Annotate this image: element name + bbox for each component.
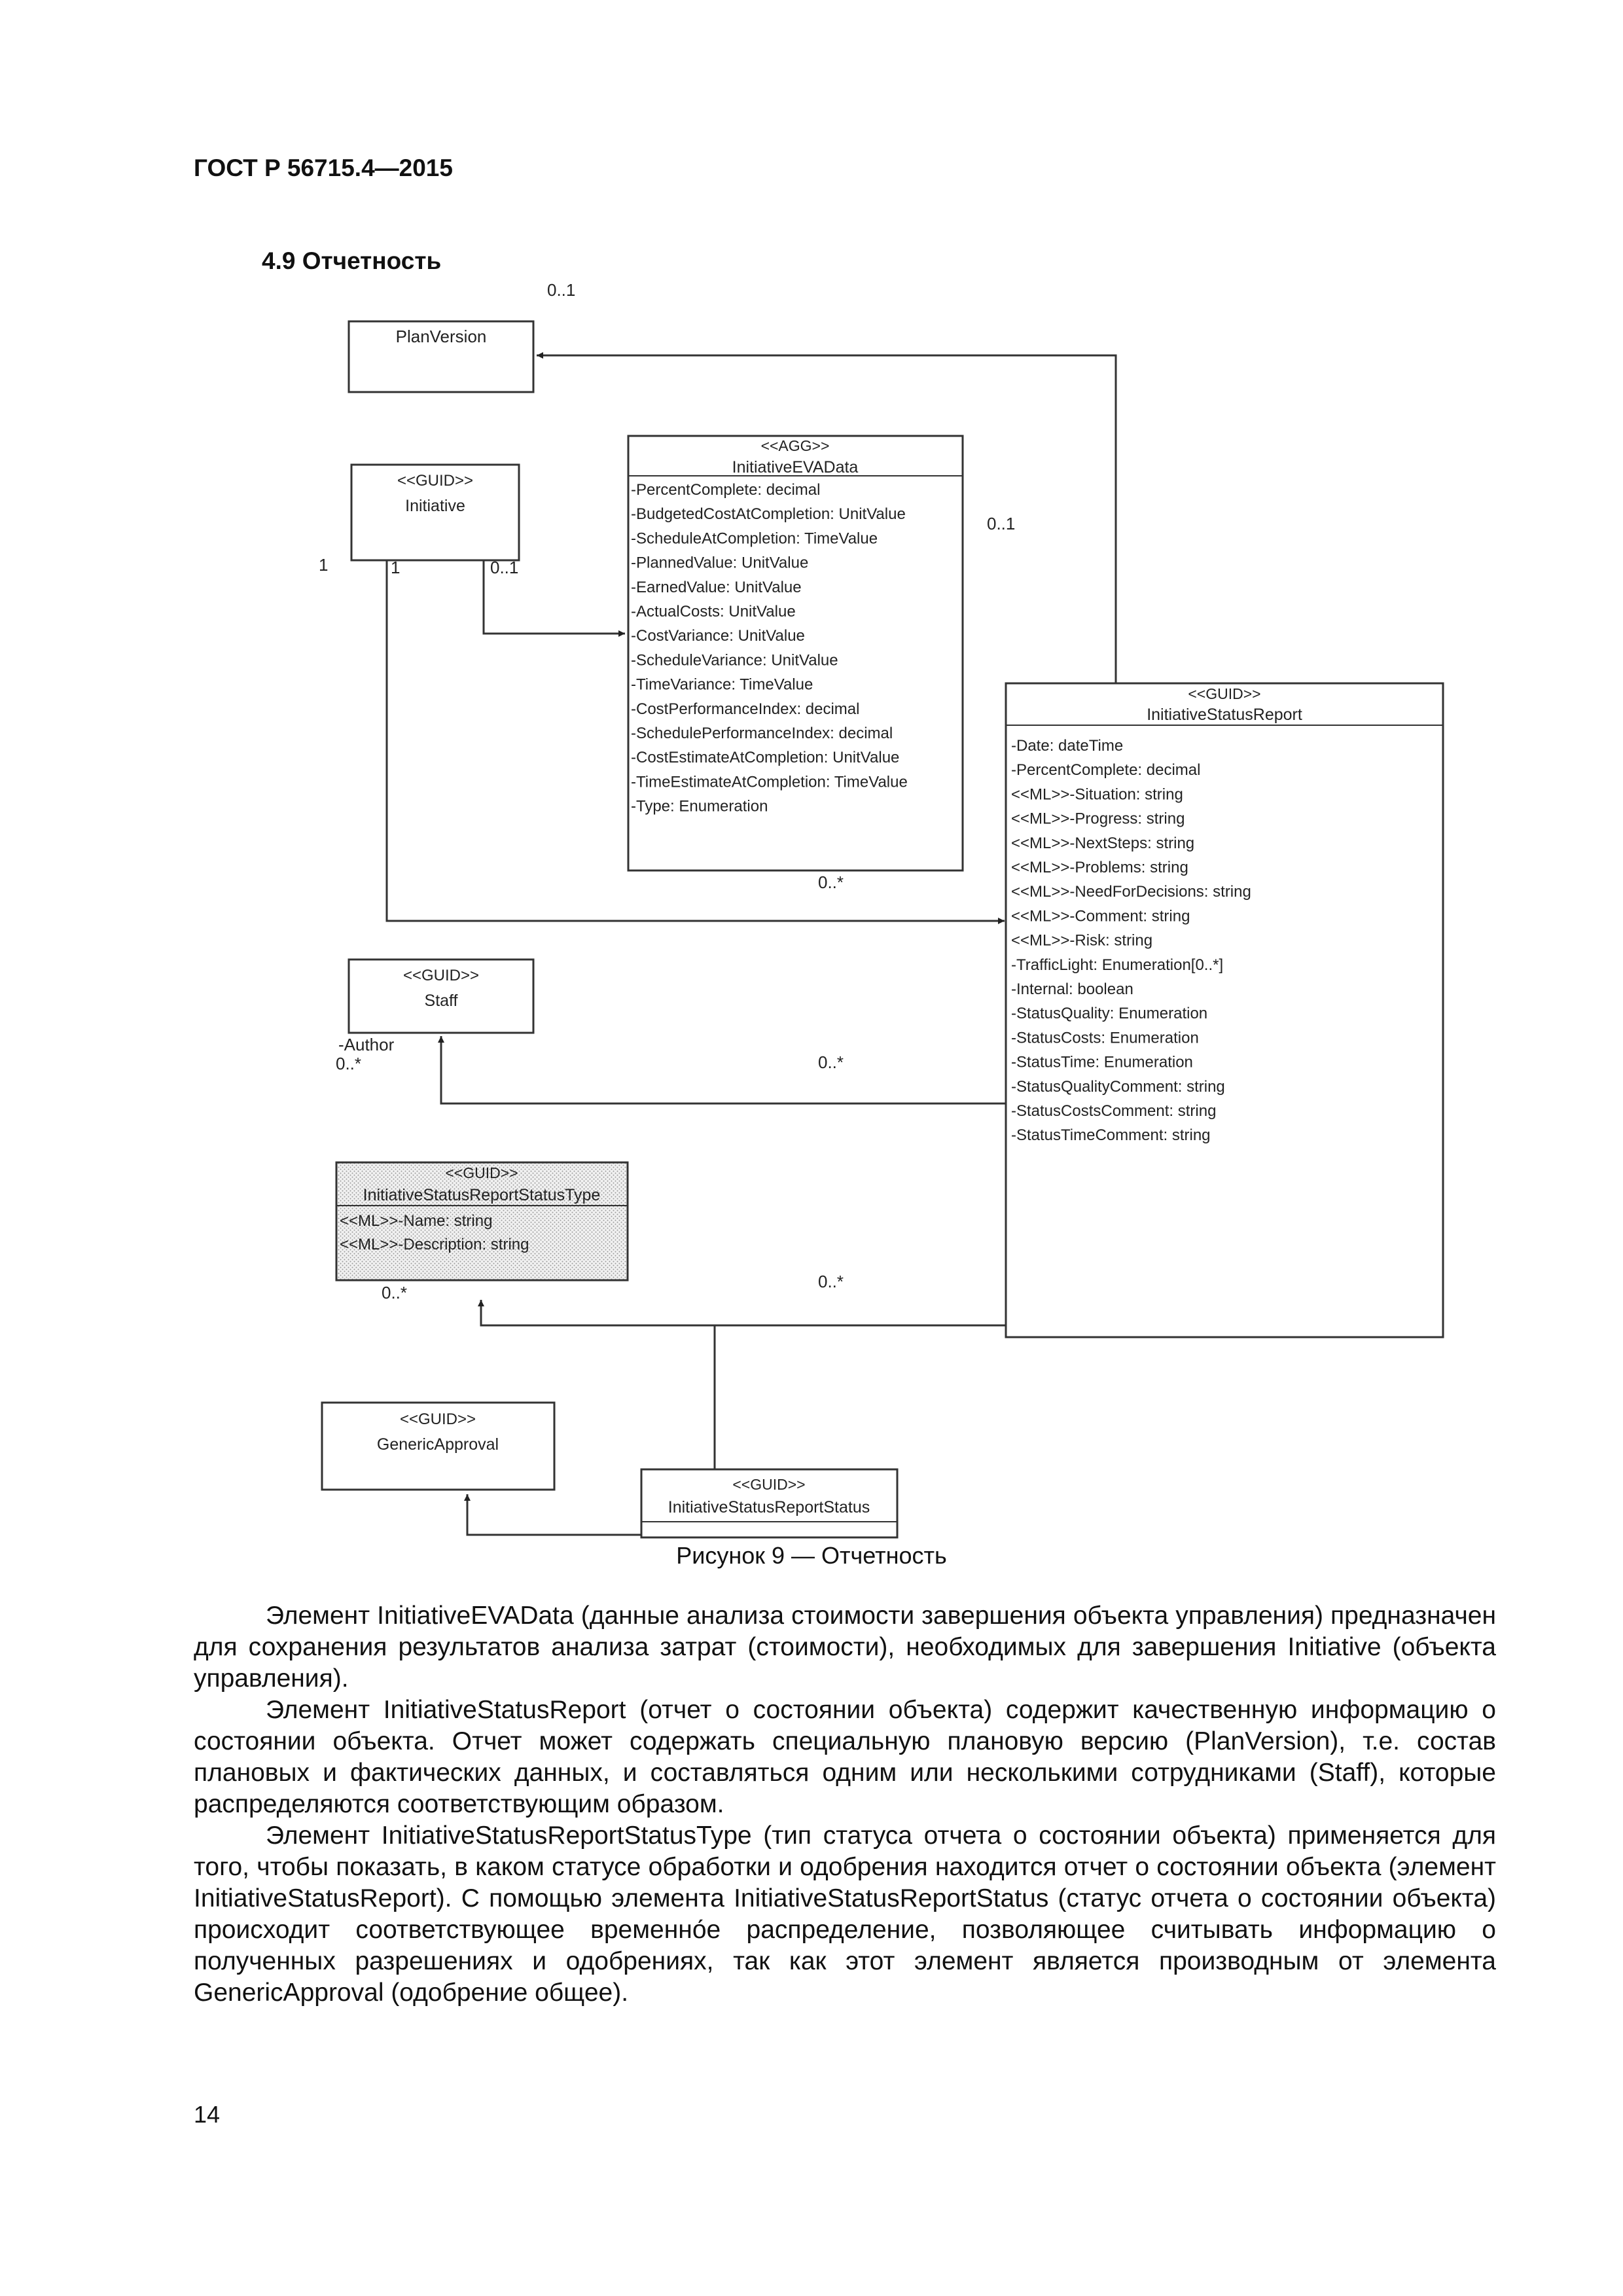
class-attribute: -PercentComplete: decimal — [631, 481, 820, 499]
staff-name: Staff — [425, 992, 458, 1010]
statusreport-class: <<GUID>> InitiativeStatusReport -Date: d… — [1005, 682, 1444, 1338]
section-title: 4.9 Отчетность — [262, 247, 442, 274]
class-attribute: <<ML>>-Description: string — [340, 1236, 529, 1253]
initiative-to-evadata-link — [482, 560, 625, 637]
class-attribute: <<ML>>-Comment: string — [1011, 907, 1190, 925]
statustype-multiplicity: 0..* — [382, 1283, 407, 1302]
statustype-class: <<GUID>> InitiativeStatusReportStatusTyp… — [335, 1161, 629, 1282]
class-attribute: -CostPerformanceIndex: decimal — [631, 700, 859, 718]
class-attribute: -EarnedValue: UnitValue — [631, 579, 802, 596]
class-attribute: -CostEstimateAtCompletion: UnitValue — [631, 749, 899, 766]
reportstatus-stereotype: <<GUID>> — [732, 1476, 805, 1493]
planversion-multiplicity: 0..1 — [547, 280, 575, 300]
evadata-many-multiplicity: 0..* — [818, 872, 844, 892]
genericapproval-class: <<GUID>> GenericApproval — [321, 1401, 556, 1491]
initiative-evadata-multiplicity: 0..1 — [490, 558, 518, 577]
class-attribute: -TimeEstimateAtCompletion: TimeValue — [631, 773, 908, 791]
statusreport-name: InitiativeStatusReport — [1147, 706, 1302, 724]
class-attribute: -ScheduleAtCompletion: TimeValue — [631, 529, 878, 547]
class-attribute: -ActualCosts: UnitValue — [631, 603, 796, 620]
initiative-class: <<GUID>> Initiative — [350, 463, 520, 562]
initiative-stereotype: <<GUID>> — [397, 472, 473, 490]
class-attribute: -Type: Enumeration — [631, 798, 768, 816]
class-attribute: <<ML>>-Problems: string — [1011, 859, 1188, 876]
class-attribute: <<ML>>-Name: string — [340, 1212, 492, 1230]
reportstatus-to-approval-link — [464, 1494, 641, 1536]
page-number: 14 — [194, 2101, 221, 2128]
class-attribute: <<ML>>-NextSteps: string — [1011, 834, 1194, 852]
class-attribute: -ScheduleVariance: UnitValue — [631, 651, 838, 669]
planversion-name: PlanVersion — [396, 327, 487, 346]
report-planversion-multiplicity: 0..1 — [987, 514, 1015, 533]
connectors — [385, 352, 1117, 1536]
class-attribute: -StatusCostsComment: string — [1011, 1102, 1216, 1120]
evadata-class: <<AGG>> InitiativeEVAData -PercentComple… — [627, 435, 964, 872]
class-attribute: -TrafficLight: Enumeration[0..*] — [1011, 956, 1223, 974]
class-attribute: -BudgetedCostAtCompletion: UnitValue — [631, 505, 906, 523]
initiative-multiplicity-inner: 1 — [391, 558, 400, 577]
statusreport-stereotype: <<GUID>> — [1188, 685, 1260, 702]
class-attribute: <<ML>>-NeedForDecisions: string — [1011, 883, 1251, 901]
author-multiplicity: 0..* — [336, 1054, 361, 1073]
body-text: Элемент InitiativeEVAData (данные анализ… — [194, 1600, 1496, 2009]
class-attribute: -TimeVariance: TimeValue — [631, 676, 813, 694]
genericapproval-stereotype: <<GUID>> — [400, 1410, 476, 1428]
class-attribute: -StatusQualityComment: string — [1011, 1078, 1225, 1096]
report-to-planversion-link — [537, 352, 1117, 686]
staff-stereotype: <<GUID>> — [403, 967, 479, 984]
paragraph: Элемент InitiativeStatusReport (отчет о … — [194, 1696, 1496, 1818]
class-attribute: -SchedulePerformanceIndex: decimal — [631, 725, 893, 742]
staff-many-multiplicity: 0..* — [818, 1052, 844, 1072]
statustype-stereotype: <<GUID>> — [445, 1164, 518, 1181]
paragraph: Элемент InitiativeEVAData (данные анализ… — [194, 1602, 1496, 1693]
evadata-stereotype: <<AGG>> — [761, 437, 830, 454]
class-attribute: <<ML>>-Risk: string — [1011, 932, 1152, 950]
genericapproval-name: GenericApproval — [377, 1435, 499, 1454]
report-to-staff-link — [438, 1036, 1006, 1105]
class-attribute: -CostVariance: UnitValue — [631, 627, 805, 645]
class-attribute: -StatusTimeComment: string — [1011, 1126, 1211, 1144]
multiplicity-labels: 0..1 0..1 1 1 0..1 0..* -Author 0..* 0..… — [319, 280, 1015, 1302]
class-attribute: <<ML>>-Progress: string — [1011, 810, 1185, 828]
class-attribute: -StatusQuality: Enumeration — [1011, 1005, 1207, 1022]
initiative-to-report-link — [385, 560, 1005, 924]
paragraph: Элемент InitiativeStatusReportStatusType… — [194, 1821, 1496, 2007]
initiative-multiplicity-outer: 1 — [319, 555, 328, 575]
staff-class: <<GUID>> Staff — [348, 958, 535, 1034]
evadata-name: InitiativeEVAData — [732, 458, 859, 476]
reportstatus-name: InitiativeStatusReportStatus — [668, 1498, 870, 1516]
class-attribute: <<ML>>-Situation: string — [1011, 785, 1183, 803]
planversion-class: PlanVersion — [348, 320, 535, 393]
figure-caption: Рисунок 9 — Отчетность — [676, 1542, 947, 1569]
report-to-statustype-link — [478, 1300, 1006, 1327]
author-role-label: -Author — [338, 1035, 395, 1054]
class-attribute: -StatusTime: Enumeration — [1011, 1054, 1193, 1071]
class-attribute: -PercentComplete: decimal — [1011, 761, 1200, 779]
class-attribute: -PlannedValue: UnitValue — [631, 554, 808, 572]
initiative-name: Initiative — [405, 497, 465, 515]
class-attribute: -Internal: boolean — [1011, 980, 1133, 998]
class-attribute: -StatusCosts: Enumeration — [1011, 1029, 1199, 1047]
reportstatus-class: <<GUID>> InitiativeStatusReportStatus — [640, 1468, 899, 1539]
uml-class-diagram: PlanVersion <<GUID>> Initiative <<AGG>> … — [319, 280, 1444, 1539]
statustype-name: InitiativeStatusReportStatusType — [363, 1186, 601, 1204]
class-attribute: -Date: dateTime — [1011, 737, 1123, 755]
statustype-many-multiplicity: 0..* — [818, 1272, 844, 1291]
document-header: ГОСТ Р 56715.4—2015 — [194, 154, 453, 181]
